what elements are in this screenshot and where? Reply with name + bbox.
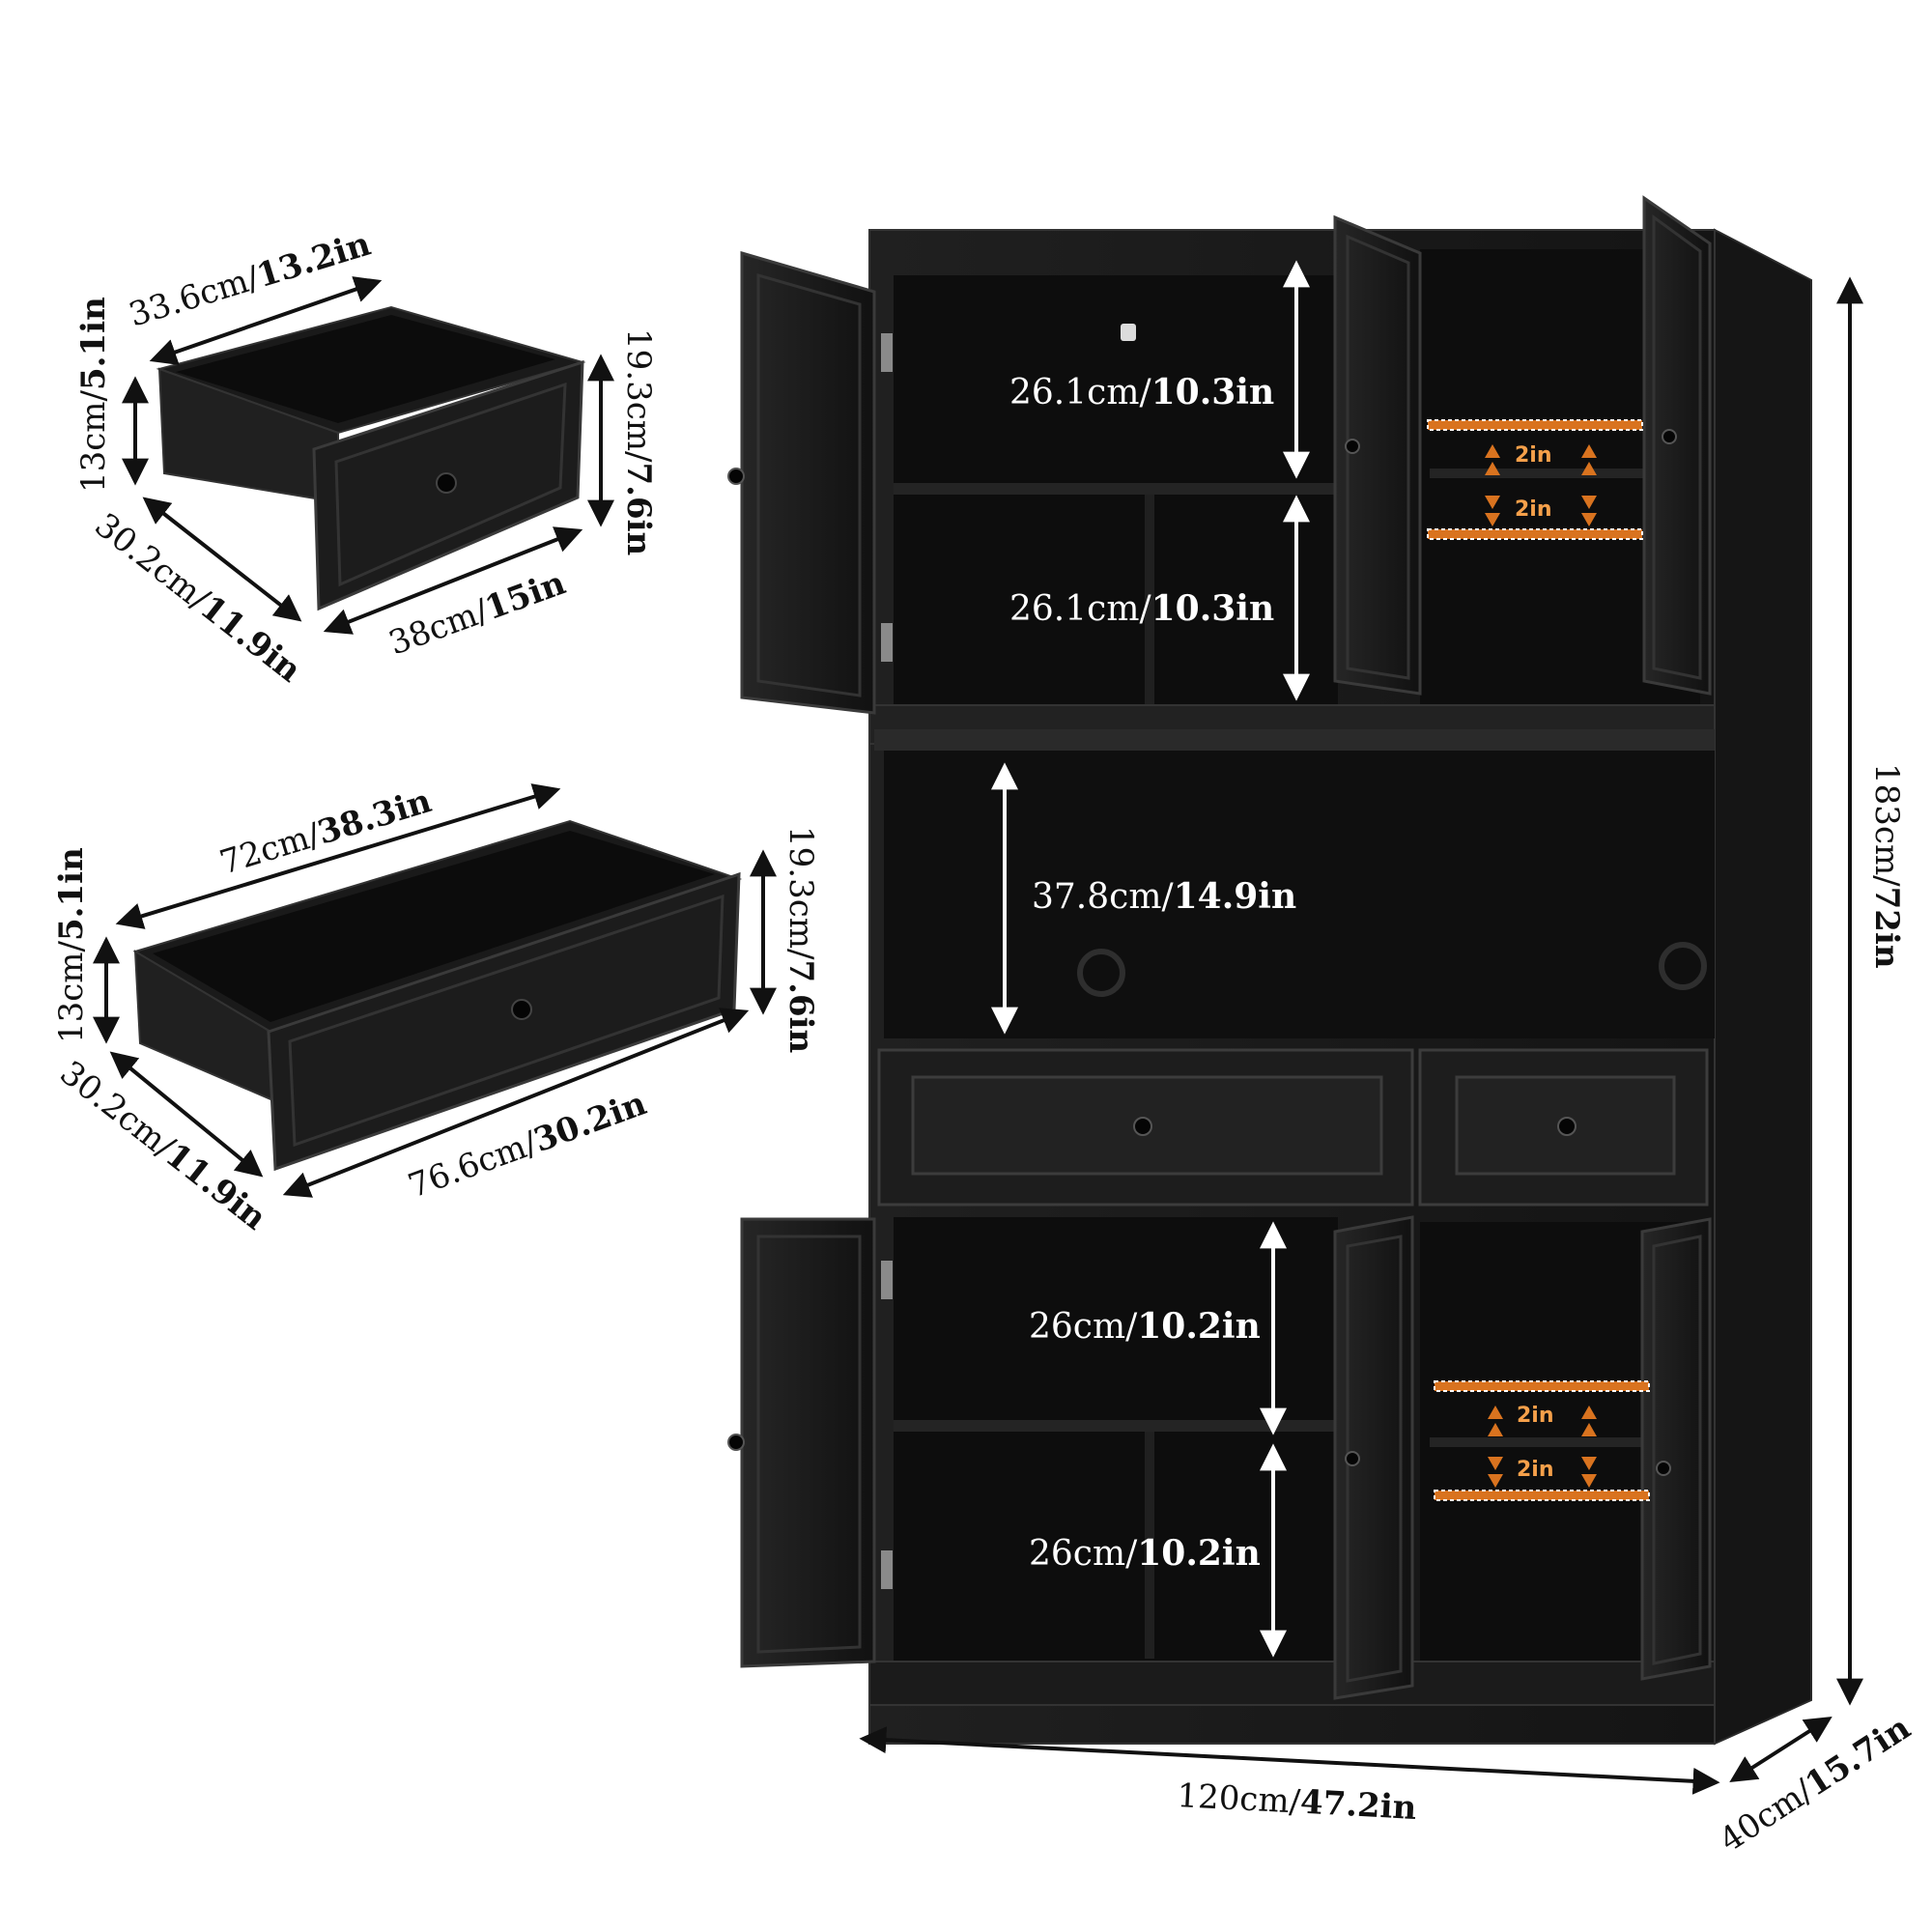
- door-knob-icon: [1656, 1461, 1671, 1476]
- upper-right-shelf: [1430, 469, 1700, 478]
- arrow-up-icon: [1581, 444, 1597, 475]
- cabinet-interior-dimensions: 26.1cm/10.3in 26.1cm/10.3in 37.8cm/14.9i…: [991, 260, 1310, 1658]
- arrow-up-icon: [1488, 1406, 1503, 1436]
- cabinet: [727, 195, 1812, 1746]
- small-drawer-depth-label: 30.2cm/11.9in: [87, 506, 308, 691]
- door-knob-icon: [727, 1434, 745, 1451]
- lower-bottom-shelf-height-label: 26cm/10.2in: [1029, 1533, 1261, 1574]
- door-knob-icon: [1662, 429, 1677, 444]
- lower-center-door[interactable]: [1333, 1215, 1414, 1700]
- lower-shelf-adjust-indicator: 2in 2in: [1434, 1380, 1650, 1501]
- hinge-icon: [881, 623, 893, 662]
- door-knob-icon: [727, 468, 745, 485]
- adjust-step-label: 2in: [1515, 443, 1552, 468]
- open-compartment-height-label: 37.8cm/14.9in: [1032, 876, 1296, 917]
- large-drawer-front-height-label: 19.3cm/7.6in: [781, 826, 820, 1053]
- lower-top-shelf-height-label: 26cm/10.2in: [1029, 1306, 1261, 1347]
- arrow-up-icon: [1581, 1406, 1597, 1436]
- small-drawer-front-height-label: 19.3cm/7.6in: [619, 328, 658, 555]
- drawer-row: [877, 1048, 1709, 1207]
- total-width-label: 120cm/47.2in: [1177, 1776, 1418, 1828]
- small-drawer: [156, 305, 586, 611]
- upper-right-door[interactable]: [1642, 195, 1712, 696]
- door-knob-icon: [1345, 1451, 1360, 1466]
- arrow-up-icon: [1485, 444, 1500, 475]
- small-drawer-front-width-label: 38cm/15in: [384, 564, 570, 664]
- lower-middle-shelf: [894, 1420, 1338, 1432]
- open-compartment: [874, 729, 1715, 1038]
- large-drawer-width-label: 72cm/38.3in: [215, 781, 436, 882]
- lower-right-shelf: [1430, 1437, 1700, 1447]
- adjust-step-label: 2in: [1515, 497, 1552, 522]
- upper-bottom-shelf-height-label: 26.1cm/10.3in: [1009, 588, 1274, 629]
- upper-middle-shelf: [894, 483, 1338, 495]
- lower-right-door[interactable]: [1640, 1217, 1712, 1681]
- upper-left-door[interactable]: [727, 250, 893, 715]
- arrow-down-icon: [1485, 496, 1500, 526]
- upper-center-door[interactable]: [1333, 214, 1422, 696]
- adjust-step-label: 2in: [1517, 1458, 1554, 1482]
- hinge-icon: [881, 1550, 893, 1589]
- drawer-knob-icon: [1557, 1117, 1577, 1136]
- arrow-down-icon: [1488, 1457, 1503, 1488]
- hinge-icon: [881, 1261, 893, 1299]
- upper-top-shelf-height-label: 26.1cm/10.3in: [1009, 372, 1274, 412]
- door-knob-icon: [1345, 439, 1360, 454]
- adjust-step-label: 2in: [1517, 1404, 1554, 1428]
- lower-left-door[interactable]: [727, 1217, 893, 1668]
- hinge-icon: [881, 333, 893, 372]
- large-drawer-knob: [511, 999, 532, 1020]
- small-drawer-width-label: 33.6cm/13.2in: [125, 225, 375, 335]
- cable-hole-icon: [1659, 942, 1707, 990]
- small-drawer-inner-height-label: 13cm/5.1in: [74, 297, 113, 493]
- cable-clip-icon: [1121, 324, 1136, 341]
- arrow-down-icon: [1581, 1457, 1597, 1488]
- total-height-label: 183cm/72in: [1867, 763, 1906, 969]
- drawer-knob-icon: [1133, 1117, 1152, 1136]
- arrow-down-icon: [1581, 496, 1597, 526]
- upper-shelf-adjust-indicator: 2in 2in: [1427, 419, 1643, 540]
- large-drawer-inner-height-label: 13cm/5.1in: [52, 847, 91, 1043]
- cable-hole-icon: [1077, 949, 1125, 997]
- small-drawer-knob: [436, 472, 457, 494]
